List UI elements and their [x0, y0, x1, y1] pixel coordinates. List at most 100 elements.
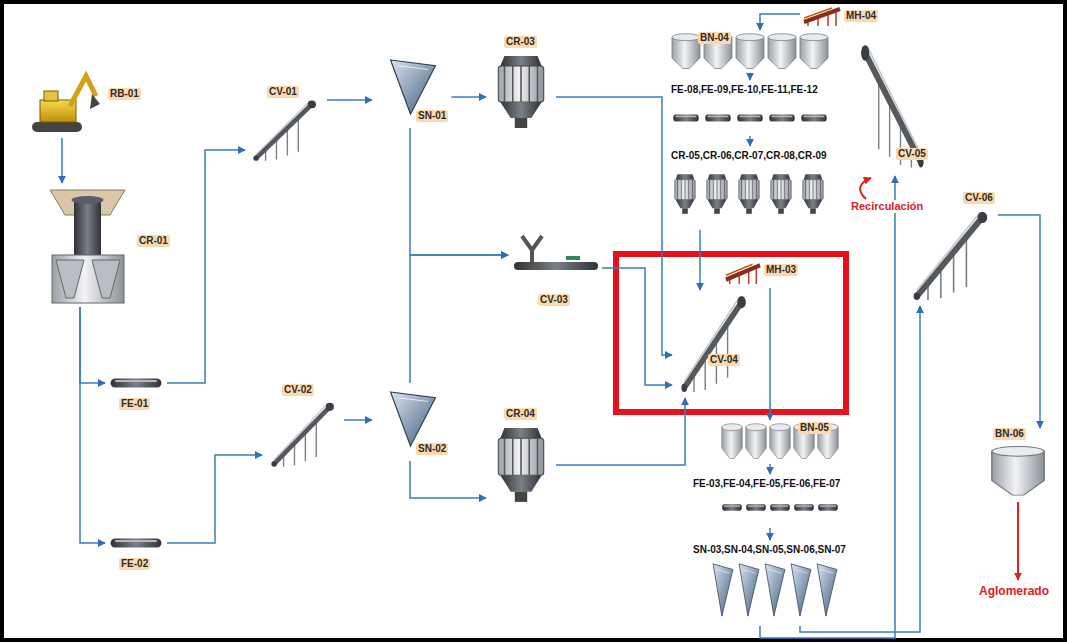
- conveyor-icon: [681, 296, 745, 392]
- flow-connector: [410, 128, 508, 255]
- flow-note: Recirculación: [850, 200, 924, 213]
- equipment-node: BN-06: [985, 428, 1053, 500]
- screen-icon: [391, 60, 436, 114]
- flow-connector: [749, 75, 751, 80]
- drawing-part: [44, 91, 58, 101]
- screen-icon: [391, 392, 436, 446]
- feeder-icon: [111, 379, 162, 388]
- flow-connector: [556, 97, 672, 355]
- equipment-list: FE-03,FE-04,FE-05,FE-06,FE-07: [692, 478, 841, 490]
- bin-icon: [736, 34, 764, 69]
- recirculation-arrow: [860, 178, 871, 199]
- equipment-list: FE-08,FE-09,FE-10,FE-11,FE-12: [670, 84, 819, 96]
- cone-crusher-icon: [498, 56, 543, 128]
- equipment-node: RB-01: [28, 66, 146, 138]
- equipment-list: SN-03,SN-04,SN-05,SN-06,SN-07: [692, 544, 847, 556]
- feeder-icon: [801, 114, 826, 121]
- equipment-tag: BN-05: [798, 422, 831, 434]
- equipment-node: BN-04: [668, 30, 833, 75]
- product-arrow: [1017, 502, 1019, 580]
- feeder-icon: [737, 114, 762, 121]
- equipment-tag: CR-03: [504, 36, 537, 48]
- equipment-node: CR-05,CR-06,CR-07,CR-08,CR-09: [668, 146, 845, 230]
- flow-connector: [327, 99, 372, 101]
- equipment-node: CR-04: [486, 408, 556, 508]
- flow-connector: [80, 307, 105, 383]
- equipment-node: FE-02: [105, 534, 167, 576]
- feeder-icon: [705, 114, 730, 121]
- drawing-part: [522, 236, 542, 262]
- flow-connector: [556, 398, 685, 465]
- cone-crusher-icon: [771, 174, 792, 214]
- drawing-part: [90, 94, 100, 109]
- drawing-part: [52, 255, 124, 303]
- screen-row: [713, 564, 837, 616]
- screen-icon: [817, 564, 837, 616]
- flow-connector: [80, 307, 105, 543]
- tripper-icon: [726, 264, 760, 284]
- flow-connector: [410, 255, 508, 383]
- equipment-tag: CV-01: [267, 86, 299, 98]
- equipment-tag: CV-04: [708, 354, 740, 366]
- flow-connector: [61, 138, 63, 183]
- drawing-part: [56, 260, 120, 298]
- equipment-tag: RB-01: [108, 88, 141, 100]
- equipment-tag: CR-04: [504, 408, 537, 420]
- cone-crusher-icon: [707, 174, 728, 214]
- equipment-node: CR-01: [45, 183, 180, 307]
- feeder-icon: [770, 504, 790, 510]
- equipment-tag: CV-03: [538, 294, 570, 306]
- equipment-node: MH-03: [722, 256, 802, 288]
- flow-connector: [769, 288, 771, 420]
- flow-connector: [760, 176, 895, 638]
- drawing-part: [32, 122, 82, 132]
- equipment-tag: MH-04: [844, 10, 878, 22]
- equipment-tag: FE-02: [119, 558, 150, 570]
- feeder-icon: [111, 539, 162, 548]
- gyratory-crusher-icon: [50, 190, 125, 303]
- equipment-node: BN-05: [718, 420, 840, 464]
- equipment-node: CV-05: [848, 28, 938, 176]
- equipment-tag: CV-06: [963, 192, 995, 204]
- crusher-row: [675, 174, 824, 214]
- conveyor-icon: [253, 101, 316, 161]
- equipment-tag: SN-02: [416, 443, 448, 455]
- screen-icon: [713, 564, 733, 616]
- flow-connector: [451, 96, 486, 98]
- feeder-row: [673, 114, 826, 121]
- screen-icon: [765, 564, 785, 616]
- equipment-tag: FE-01: [119, 398, 150, 410]
- bin-icon: [770, 424, 791, 459]
- equipment-tag: CV-02: [282, 384, 314, 396]
- excavator-icon: [32, 76, 100, 132]
- tripper-icon: [804, 8, 840, 26]
- flow-connector: [699, 230, 701, 290]
- feeder-icon: [746, 504, 766, 510]
- flow-connector: [167, 150, 245, 383]
- drawing-part: [74, 200, 101, 255]
- equipment-tag: CR-01: [137, 235, 170, 247]
- stockpile-bin-icon: [992, 446, 1044, 495]
- equipment-tag: CV-05: [896, 148, 928, 160]
- cone-crusher-icon: [675, 174, 696, 214]
- flow-connector: [769, 464, 771, 474]
- equipment-tag: SN-01: [416, 110, 448, 122]
- flow-connector: [749, 136, 751, 146]
- flow-connector: [760, 14, 800, 30]
- flow-connector: [167, 455, 262, 543]
- equipment-node: MH-04: [800, 2, 882, 28]
- equipment-node: CV-01: [245, 84, 327, 166]
- flow-connector: [344, 419, 372, 421]
- cone-crusher-icon: [739, 174, 760, 214]
- cone-crusher-icon: [803, 174, 824, 214]
- bin-icon: [800, 34, 828, 69]
- equipment-node: SN-01: [372, 50, 451, 128]
- equipment-node: SN-02: [372, 383, 451, 461]
- equipment-node: FE-01: [105, 374, 167, 416]
- bin-row: [672, 34, 828, 69]
- equipment-node: SN-03,SN-04,SN-05,SN-06,SN-07: [690, 540, 855, 626]
